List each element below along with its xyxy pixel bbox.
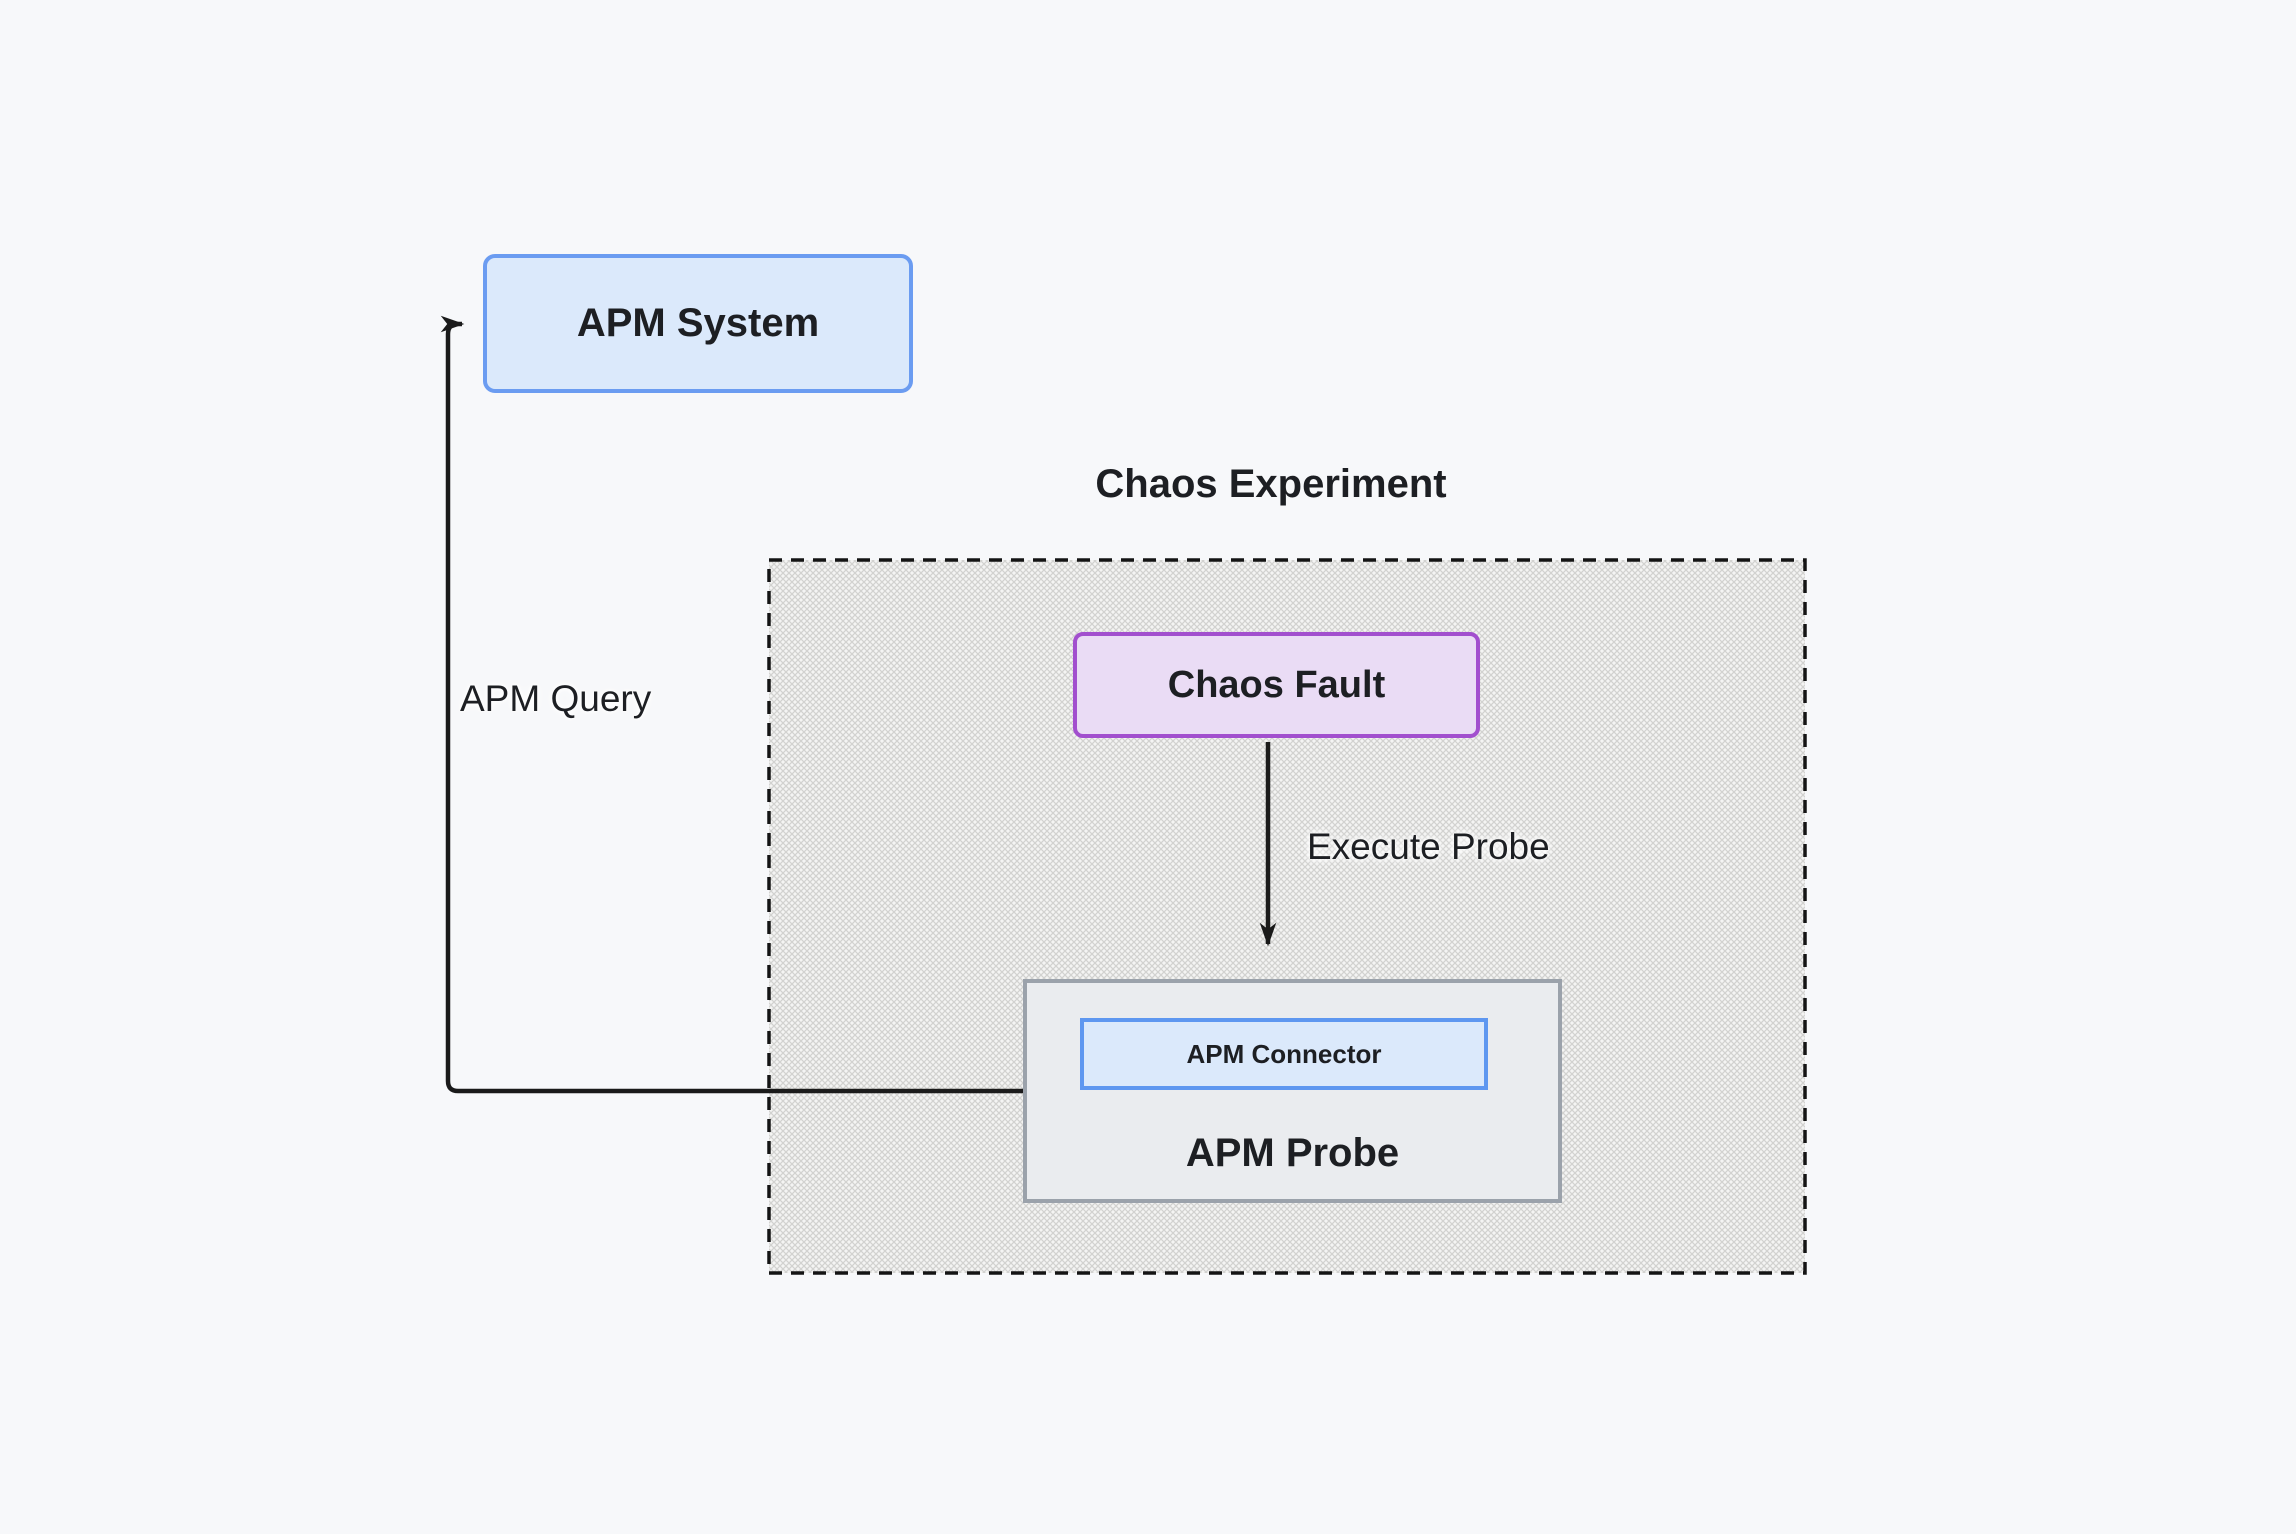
apm-query-edge-label: APM Query [460,678,652,719]
node-chaos-fault: Chaos Fault [1073,632,1480,738]
apm-probe-label: APM Probe [1185,1131,1400,1175]
execute-probe-edge-label: Execute Probe [1307,826,1550,867]
node-apm-probe: APM Connector APM Probe [1023,979,1562,1203]
chaos-experiment-title: Chaos Experiment [1095,462,1447,506]
apm-system-label: APM System [576,301,820,345]
apm-query-arrow [440,315,1023,1094]
chaos-fault-label: Chaos Fault [1167,663,1386,706]
node-apm-connector: APM Connector [1080,1018,1488,1090]
apm-connector-label: APM Connector [1186,1038,1382,1069]
node-apm-system: APM System [483,254,913,393]
